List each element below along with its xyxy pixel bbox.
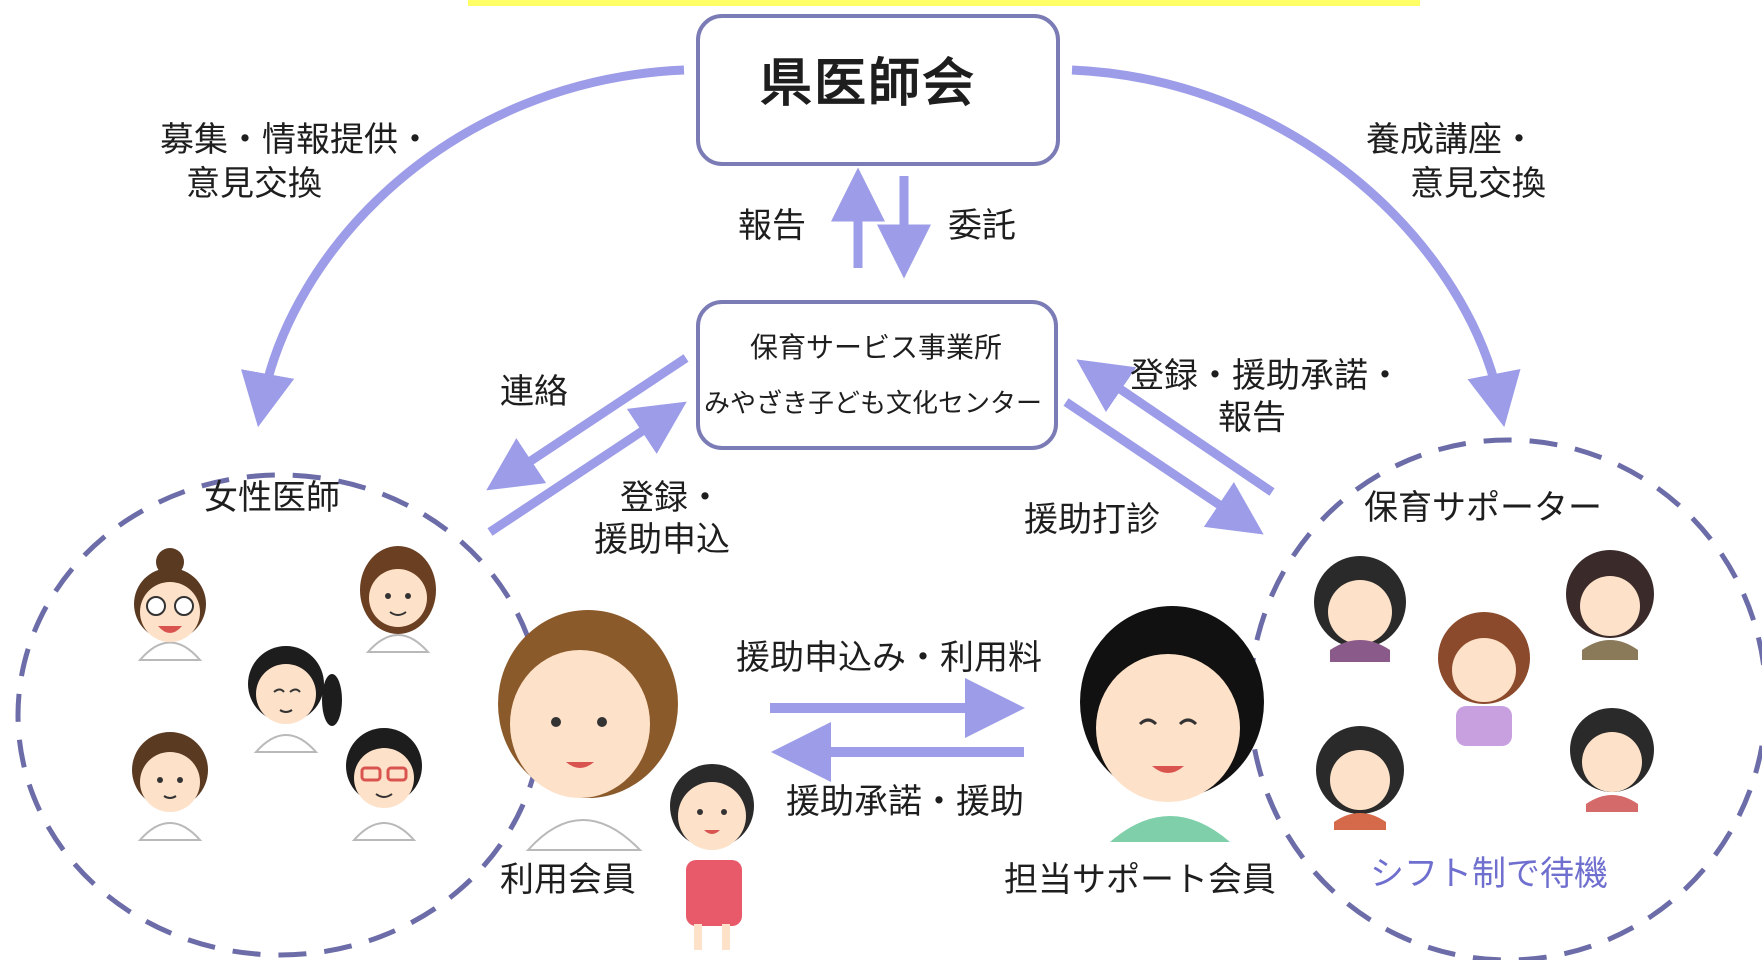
- assist-inquiry-arrow: [1063, 398, 1264, 535]
- user-member-label: 利用会員: [500, 860, 636, 900]
- contact-arrow: [486, 354, 689, 491]
- request-fee-label: 援助申込み・利用料: [736, 638, 1042, 678]
- top-highlight-band: [468, 0, 1420, 6]
- shift-standby-label: シフト制で待機: [1370, 854, 1608, 894]
- women-doctors-label: 女性医師: [204, 478, 340, 518]
- training-label-line2: 意見交換: [1410, 164, 1546, 204]
- register-apply-label-line1: 登録・: [620, 478, 722, 518]
- doctor-figure: [360, 546, 436, 653]
- curve-arrow-right: [1071, 65, 1521, 428]
- medical-association-label: 県医師会: [760, 54, 977, 114]
- supporter-figure: [1570, 708, 1654, 812]
- medical-association-box: [696, 14, 1060, 166]
- culture-center-name: みやざき子ども文化センター: [704, 389, 1043, 419]
- recruit-label-line1: 募集・情報提供・: [160, 120, 432, 160]
- curve-arrow-left: [241, 65, 685, 428]
- register-report-label-line2: 報告: [1218, 398, 1286, 438]
- childcare-supporters-label: 保育サポーター: [1364, 488, 1602, 528]
- support-member-figure: [1080, 606, 1264, 842]
- register-apply-arrow: [487, 401, 687, 536]
- register-report-label-line1: 登録・援助承諾・: [1130, 356, 1402, 396]
- supporter-figure: [1314, 556, 1406, 662]
- doctor-figure: [248, 646, 342, 753]
- mother-figure: [498, 610, 678, 851]
- doctor-figure: [134, 548, 206, 661]
- register-report-arrow: [1076, 359, 1275, 496]
- supporter-figure: [1438, 612, 1530, 746]
- supporter-figure: [1566, 550, 1654, 660]
- supporter-figure: [1316, 726, 1404, 830]
- register-apply-label-line2: 援助申込: [594, 520, 730, 560]
- report-label: 報告: [738, 206, 806, 246]
- contact-label: 連絡: [500, 372, 568, 412]
- support-member-label: 担当サポート会員: [1004, 860, 1276, 900]
- assist-inquiry-label: 援助打診: [1024, 500, 1160, 540]
- childcare-supporters-circle: [1247, 437, 1762, 960]
- doctor-figure: [346, 728, 422, 841]
- training-label-line1: 養成講座・: [1366, 120, 1536, 160]
- child-figure: [670, 764, 754, 950]
- commission-label: 委託: [948, 206, 1016, 246]
- childcare-office-name: 保育サービス事業所: [750, 331, 1003, 364]
- recruit-label-line2: 意見交換: [186, 164, 322, 204]
- accept-assist-label: 援助承諾・援助: [786, 782, 1024, 822]
- doctor-figure: [132, 732, 208, 841]
- childcare-office-box: [696, 300, 1058, 450]
